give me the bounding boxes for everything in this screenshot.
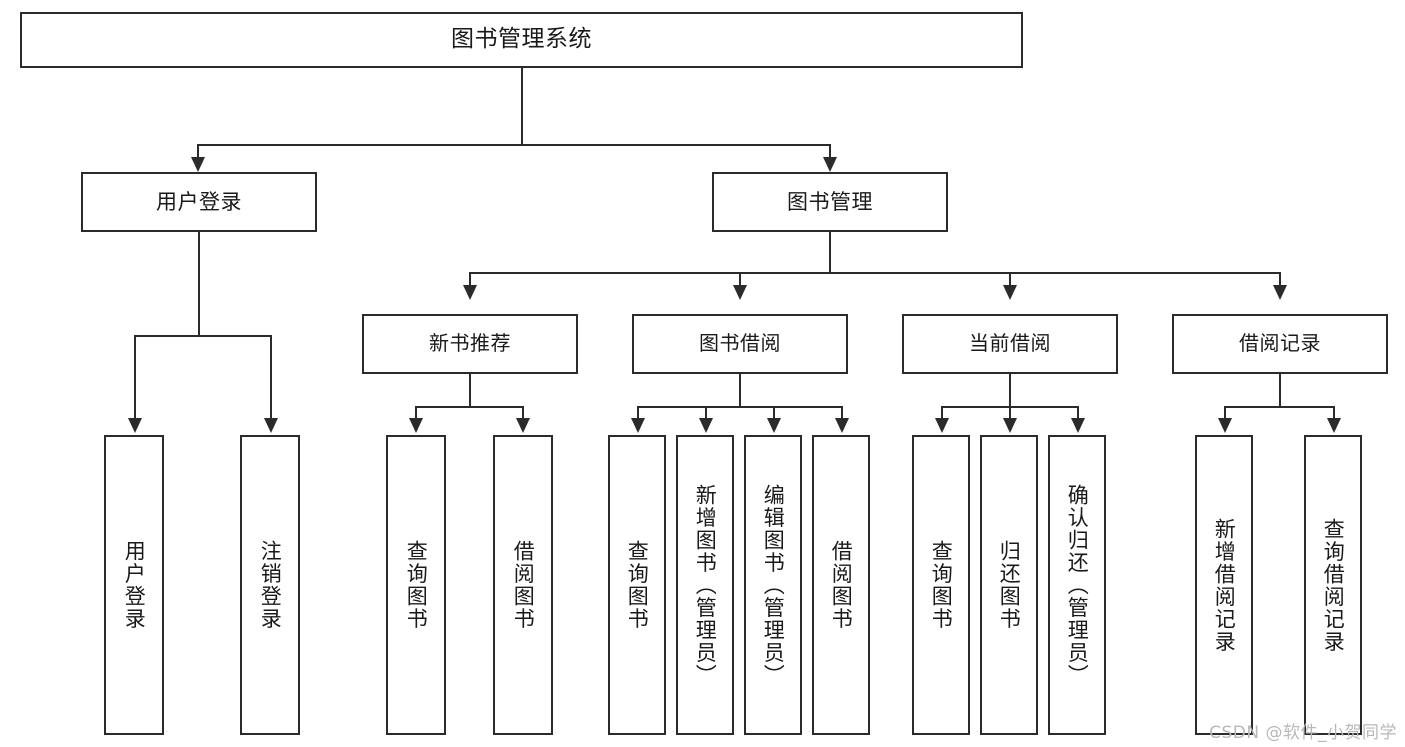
leaf-label: 注销登录 <box>258 540 283 630</box>
leaf-label: 借阅图书 <box>511 540 536 630</box>
leaf-label: 借阅图书 <box>829 540 854 630</box>
connector-current-borrow-drop-1 <box>941 406 943 419</box>
leaf-label: 查询图书 <box>625 540 650 630</box>
leaf-add-borrow-record: 新增借阅记录 <box>1195 435 1253 735</box>
node-user-login: 用户登录 <box>81 172 317 232</box>
arrow-to-leaf-query-record <box>1327 418 1341 433</box>
node-label: 图书借阅 <box>699 331 781 356</box>
arrow-to-book-mgmt <box>823 157 837 172</box>
node-label: 用户登录 <box>156 189 242 214</box>
node-label: 图书管理系统 <box>451 26 592 53</box>
connector-root-to-user-login <box>197 144 199 158</box>
arrow-to-book-borrow <box>733 285 747 300</box>
leaf-edit-book-admin: 编辑图书（管理员） <box>744 435 802 735</box>
connector-borrow-record-drop-2 <box>1333 406 1335 419</box>
node-borrow-record: 借阅记录 <box>1172 314 1388 374</box>
connector-drop-current-borrow <box>1009 272 1011 286</box>
connector-new-book-drop-2 <box>522 406 524 419</box>
arrow-to-current-borrow <box>1003 285 1017 300</box>
leaf-query-book-borrow: 查询图书 <box>608 435 666 735</box>
connector-current-borrow-drop-3 <box>1077 406 1079 419</box>
arrow-to-leaf-query-book-3 <box>935 418 949 433</box>
connector-new-book-bus <box>415 406 524 408</box>
connector-borrow-record-bus <box>1224 406 1335 408</box>
connector-book-borrow-drop-3 <box>773 406 775 419</box>
arrow-to-leaf-borrow-book-1 <box>516 418 530 433</box>
leaf-label: 确认归还（管理员） <box>1065 483 1090 687</box>
leaf-label: 编辑图书（管理员） <box>761 483 786 687</box>
connector-user-login-drop-1 <box>134 335 136 419</box>
node-root-system: 图书管理系统 <box>20 12 1023 68</box>
arrow-to-leaf-return-book <box>1003 418 1017 433</box>
connector-current-borrow-drop-2 <box>1009 406 1011 419</box>
connector-user-login-stem <box>198 232 200 336</box>
leaf-borrow-book-recommend: 借阅图书 <box>493 435 553 735</box>
node-book-borrow: 图书借阅 <box>632 314 848 374</box>
node-current-borrow: 当前借阅 <box>902 314 1118 374</box>
arrow-to-leaf-confirm-return <box>1071 418 1085 433</box>
connector-user-login-bus <box>134 335 271 337</box>
leaf-logout: 注销登录 <box>240 435 300 735</box>
arrow-to-user-login <box>191 157 205 172</box>
connector-borrow-record-stem <box>1279 374 1281 407</box>
leaf-add-book-admin: 新增图书（管理员） <box>676 435 734 735</box>
leaf-borrow-book-borrow: 借阅图书 <box>812 435 870 735</box>
arrow-to-leaf-logout <box>264 418 278 433</box>
arrow-to-leaf-borrow-book-2 <box>835 418 849 433</box>
leaf-label: 新增借阅记录 <box>1212 517 1237 653</box>
leaf-query-borrow-record: 查询借阅记录 <box>1304 435 1362 735</box>
node-book-management: 图书管理 <box>712 172 948 232</box>
arrow-to-leaf-query-book-1 <box>409 418 423 433</box>
arrow-to-leaf-add-record <box>1218 418 1232 433</box>
arrow-to-leaf-user-login <box>128 418 142 433</box>
arrow-to-leaf-query-book-2 <box>631 418 645 433</box>
node-label: 图书管理 <box>787 189 873 214</box>
connector-book-borrow-stem <box>739 374 741 407</box>
node-label: 新书推荐 <box>429 331 511 356</box>
arrow-to-leaf-edit-book <box>767 418 781 433</box>
connector-new-book-stem <box>469 374 471 407</box>
leaf-label: 用户登录 <box>122 540 147 630</box>
leaf-confirm-return-admin: 确认归还（管理员） <box>1048 435 1106 735</box>
leaf-query-book-recommend: 查询图书 <box>386 435 446 735</box>
leaf-label: 查询借阅记录 <box>1321 517 1346 653</box>
connector-user-login-drop-2 <box>270 335 272 419</box>
connector-new-book-drop-1 <box>415 406 417 419</box>
connector-drop-new-book <box>469 272 471 286</box>
connector-current-borrow-stem <box>1009 374 1011 407</box>
leaf-user-login: 用户登录 <box>104 435 164 735</box>
leaf-return-book: 归还图书 <box>980 435 1038 735</box>
connector-root-stem <box>521 68 523 145</box>
arrow-to-new-book-recommend <box>463 285 477 300</box>
connector-book-borrow-bus <box>637 406 843 408</box>
leaf-label: 归还图书 <box>997 540 1022 630</box>
connector-drop-book-borrow <box>739 272 741 286</box>
connector-level3-bus <box>469 272 1281 274</box>
connector-book-mgmt-stem <box>829 232 831 273</box>
node-label: 借阅记录 <box>1239 331 1321 356</box>
connector-drop-borrow-record <box>1279 272 1281 286</box>
arrow-to-borrow-record <box>1273 285 1287 300</box>
leaf-query-book-current: 查询图书 <box>912 435 970 735</box>
connector-book-borrow-drop-4 <box>841 406 843 419</box>
csdn-watermark: CSDN @软件_小贺同学 <box>1209 723 1397 743</box>
connector-book-borrow-drop-1 <box>637 406 639 419</box>
leaf-label: 查询图书 <box>929 540 954 630</box>
connector-borrow-record-drop-1 <box>1224 406 1226 419</box>
node-new-book-recommend: 新书推荐 <box>362 314 578 374</box>
connector-book-borrow-drop-2 <box>705 406 707 419</box>
node-label: 当前借阅 <box>969 331 1051 356</box>
leaf-label: 查询图书 <box>404 540 429 630</box>
arrow-to-leaf-add-book <box>699 418 713 433</box>
connector-root-to-book-mgmt <box>829 144 831 158</box>
connector-root-bus <box>197 144 831 146</box>
leaf-label: 新增图书（管理员） <box>693 483 718 687</box>
